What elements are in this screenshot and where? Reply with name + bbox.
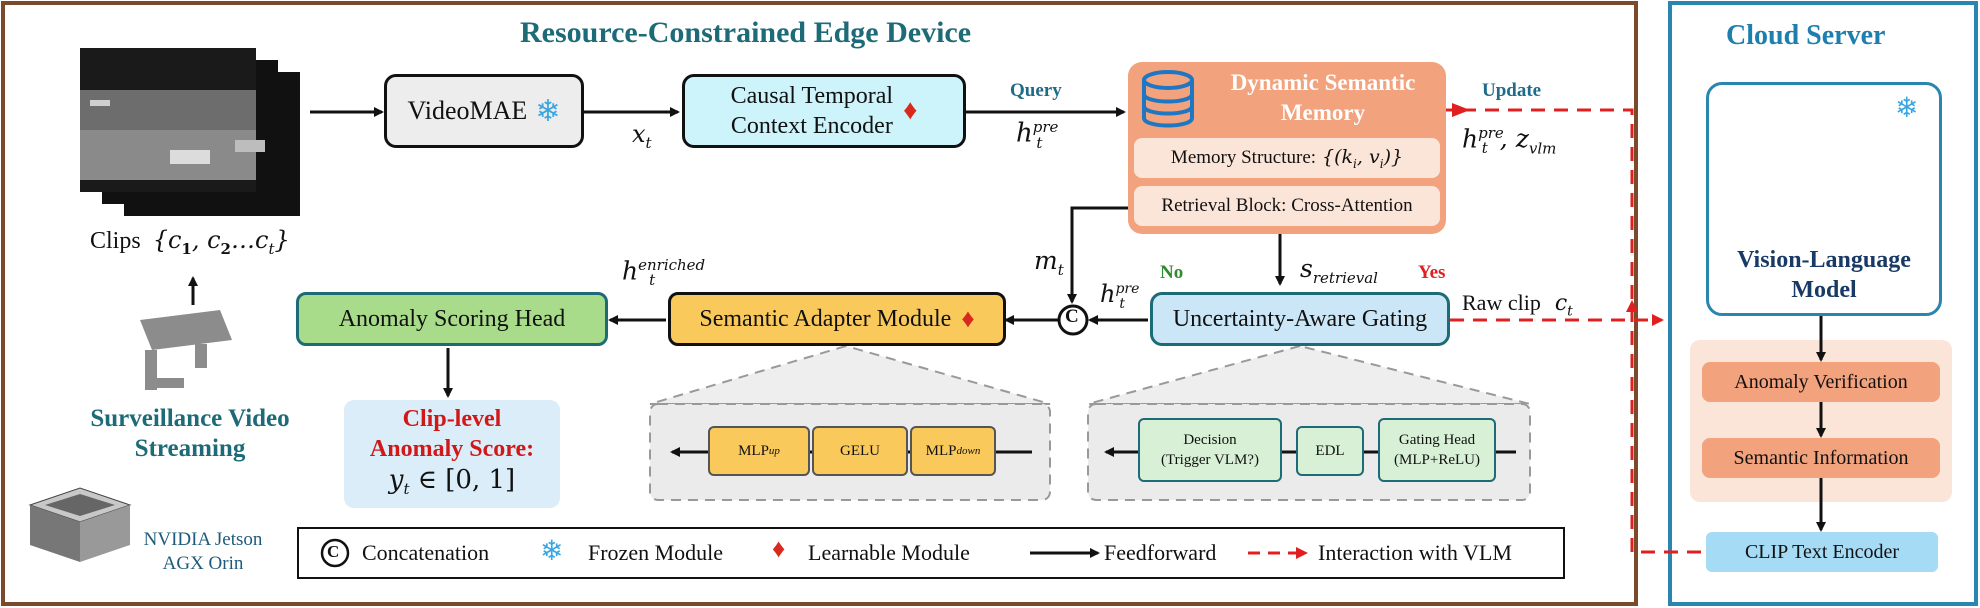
anomaly-verification: Anomaly Verification: [1702, 362, 1940, 402]
legend-frozen: Frozen Module: [588, 540, 724, 565]
uncertainty-aware-gating: Uncertainty-Aware Gating: [1150, 292, 1450, 346]
memory-structure: Memory Structure: {(ki, vi)}: [1134, 138, 1440, 178]
clip-text-encoder: CLIP Text Encoder: [1706, 532, 1938, 572]
concat-node: [1057, 304, 1089, 336]
anomaly-scoring-head: Anomaly Scoring Head: [296, 292, 608, 346]
yes-label: Yes: [1418, 262, 1446, 283]
cloud-title: Cloud Server: [1726, 20, 1886, 51]
edge-device-frame: [1, 1, 1638, 606]
dynamic-semantic-memory: Dynamic Semantic Memory Memory Structure…: [1128, 62, 1446, 234]
snowflake-icon: ❄: [535, 94, 561, 128]
decision-box: Decision(Trigger VLM?): [1138, 418, 1282, 482]
camera-icon: [140, 310, 232, 390]
legend-concatenation: Concatenation: [362, 540, 490, 565]
jetson-device-icon: [28, 487, 132, 562]
xt-label: xt: [632, 120, 652, 152]
legend-flame-icon: ♦: [772, 534, 786, 563]
video-clips-icon: [80, 48, 300, 216]
gating-head-box: Gating Head(MLP+ReLU): [1378, 418, 1496, 482]
videomae-module: VideoMAE❄: [384, 74, 584, 148]
clip-anomaly-score: Clip-level Anomaly Score: yt ∈ [0, 1]: [344, 400, 560, 508]
legend-learnable: Learnable Module: [808, 540, 970, 565]
retrieval-block: Retrieval Block: Cross-Attention: [1134, 186, 1440, 226]
jetson-label: NVIDIA Jetson AGX Orin: [143, 529, 263, 574]
concat-symbol: C: [1065, 306, 1079, 327]
vlm-snowflake-icon: ❄: [1895, 93, 1919, 124]
no-label: No: [1160, 262, 1184, 283]
legend-concat-symbol: C: [327, 542, 340, 561]
update-label: Update: [1482, 80, 1542, 101]
surveillance-label: Surveillance Video Streaming: [90, 405, 290, 462]
legend-snowflake-icon: ❄: [540, 536, 564, 567]
edge-title: Resource-Constrained Edge Device: [520, 16, 972, 49]
update-dashed-path: [1462, 108, 1706, 554]
legend-interaction: Interaction with VLM: [1318, 540, 1512, 565]
cloud-server-frame: [1668, 1, 1978, 606]
edl-box: EDL: [1296, 426, 1364, 476]
legend-feedforward: Feedforward: [1104, 540, 1217, 565]
mt-label: mt: [1034, 246, 1064, 279]
gating-h-pre-label: hpret: [1100, 280, 1140, 312]
h-pre-label: hpret: [1016, 118, 1059, 152]
legend-frame: [297, 527, 1565, 579]
update-variables: hpret, zvlm: [1462, 124, 1557, 158]
flame-icon: ♦: [903, 95, 918, 126]
vision-language-model: ❄ Vision-Language Model: [1706, 82, 1942, 316]
clips-label: Clips {c1, c2…ct}: [90, 226, 290, 258]
query-label: Query: [1010, 80, 1062, 101]
database-icon: [1140, 70, 1196, 130]
semantic-adapter-module: Semantic Adapter Module♦: [668, 292, 1006, 346]
semantic-information: Semantic Information: [1702, 438, 1940, 478]
flame-icon: ♦: [961, 304, 975, 333]
gelu-box: GELU: [812, 426, 908, 476]
h-enriched-label: henrichedt: [622, 256, 706, 290]
s-retrieval-label: sretrieval: [1300, 254, 1378, 287]
